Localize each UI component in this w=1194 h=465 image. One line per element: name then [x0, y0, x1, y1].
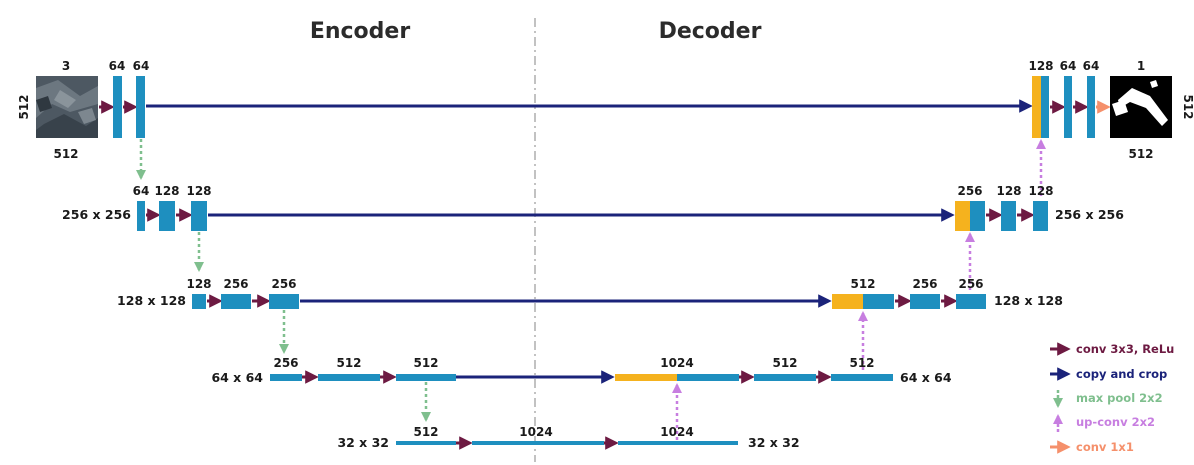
encoder-header: Encoder [310, 19, 411, 44]
feature-map [113, 76, 122, 138]
feature-map [269, 294, 299, 309]
feature-map [136, 76, 145, 138]
feature-map [192, 294, 206, 309]
feature-map [863, 294, 894, 309]
input-image [36, 76, 98, 138]
legend-item-conv: conv 3x3, ReLu [1050, 342, 1174, 356]
feature-map [137, 201, 145, 231]
channel-label: 512 [413, 425, 438, 439]
channel-label: 64 [109, 59, 126, 73]
size-label-right: 128 x 128 [994, 293, 1063, 308]
feature-map [1087, 76, 1095, 138]
channel-label: 512 [849, 356, 874, 370]
feature-map [396, 374, 456, 381]
feature-map [956, 294, 986, 309]
channel-label: 512 [336, 356, 361, 370]
level-3: 128 x 128 128 256 256 512 256 256 128 x … [117, 277, 1063, 309]
feature-map [221, 294, 251, 309]
input-width: 512 [53, 147, 78, 161]
channel-label: 512 [850, 277, 875, 291]
size-label-right: 256 x 256 [1055, 207, 1124, 222]
legend-item-upconv: up-conv 2x2 [1053, 414, 1155, 432]
feature-map [396, 441, 456, 445]
concat-map [1032, 76, 1041, 138]
output-channels: 1 [1137, 59, 1145, 73]
input-height: 512 [17, 94, 31, 119]
feature-map [970, 201, 985, 231]
channel-label: 256 [957, 184, 982, 198]
size-label-right: 32 x 32 [748, 435, 800, 450]
legend-label: conv 3x3, ReLu [1076, 342, 1174, 356]
output-width: 512 [1128, 147, 1153, 161]
level-2: 256 x 256 64 128 128 256 128 128 256 x 2… [62, 184, 1124, 231]
level-1: 3 512 512 64 64 128 64 64 1 512 512 [17, 59, 1194, 161]
channel-label: 256 [273, 356, 298, 370]
channel-label: 128 [186, 277, 211, 291]
size-label-left: 64 x 64 [211, 370, 263, 385]
feature-map [618, 441, 738, 445]
output-mask [1110, 76, 1172, 138]
feature-map [191, 201, 207, 231]
concat-map [955, 201, 970, 231]
legend-label: conv 1x1 [1076, 440, 1134, 454]
feature-map [1041, 76, 1049, 138]
legend-label: up-conv 2x2 [1076, 415, 1155, 429]
channel-label: 128 [1028, 59, 1053, 73]
size-label-left: 256 x 256 [62, 207, 131, 222]
channel-label: 1024 [660, 356, 693, 370]
feature-map [270, 374, 302, 381]
legend-item-pool: max pool 2x2 [1053, 390, 1163, 408]
channel-label: 512 [772, 356, 797, 370]
feature-map [910, 294, 940, 309]
feature-map [1064, 76, 1072, 138]
feature-map [754, 374, 816, 381]
size-label-right: 64 x 64 [900, 370, 952, 385]
feature-map [159, 201, 175, 231]
concat-map [615, 374, 677, 381]
channel-label: 128 [186, 184, 211, 198]
feature-map [1001, 201, 1016, 231]
legend-label: copy and crop [1076, 367, 1167, 381]
level-5: 32 x 32 512 1024 1024 32 x 32 [337, 425, 799, 450]
legend-label: max pool 2x2 [1076, 391, 1163, 405]
feature-map [831, 374, 893, 381]
channel-label: 128 [1028, 184, 1053, 198]
feature-map [677, 374, 739, 381]
channel-label: 256 [223, 277, 248, 291]
channel-label: 64 [133, 59, 150, 73]
channel-label: 128 [996, 184, 1021, 198]
channel-label: 128 [154, 184, 179, 198]
legend: conv 3x3, ReLu copy and crop max pool 2x… [1050, 342, 1174, 454]
decoder-header: Decoder [659, 19, 762, 44]
channel-label: 256 [271, 277, 296, 291]
feature-map [1033, 201, 1048, 231]
channel-label: 64 [1060, 59, 1077, 73]
legend-item-conv1x1: conv 1x1 [1050, 440, 1134, 454]
feature-map [472, 441, 604, 445]
channel-label: 1024 [519, 425, 552, 439]
feature-map [318, 374, 380, 381]
legend-item-copy: copy and crop [1050, 367, 1167, 381]
output-height: 512 [1181, 94, 1194, 119]
size-label-left: 32 x 32 [337, 435, 389, 450]
channel-label: 64 [133, 184, 150, 198]
channel-label: 256 [958, 277, 983, 291]
concat-map [832, 294, 863, 309]
channel-label: 512 [413, 356, 438, 370]
size-label-left: 128 x 128 [117, 293, 186, 308]
channel-label: 1024 [660, 425, 693, 439]
channel-label: 256 [912, 277, 937, 291]
input-channels: 3 [62, 59, 70, 73]
level-4: 64 x 64 256 512 512 1024 512 512 64 x 64 [211, 356, 951, 385]
channel-label: 64 [1083, 59, 1100, 73]
